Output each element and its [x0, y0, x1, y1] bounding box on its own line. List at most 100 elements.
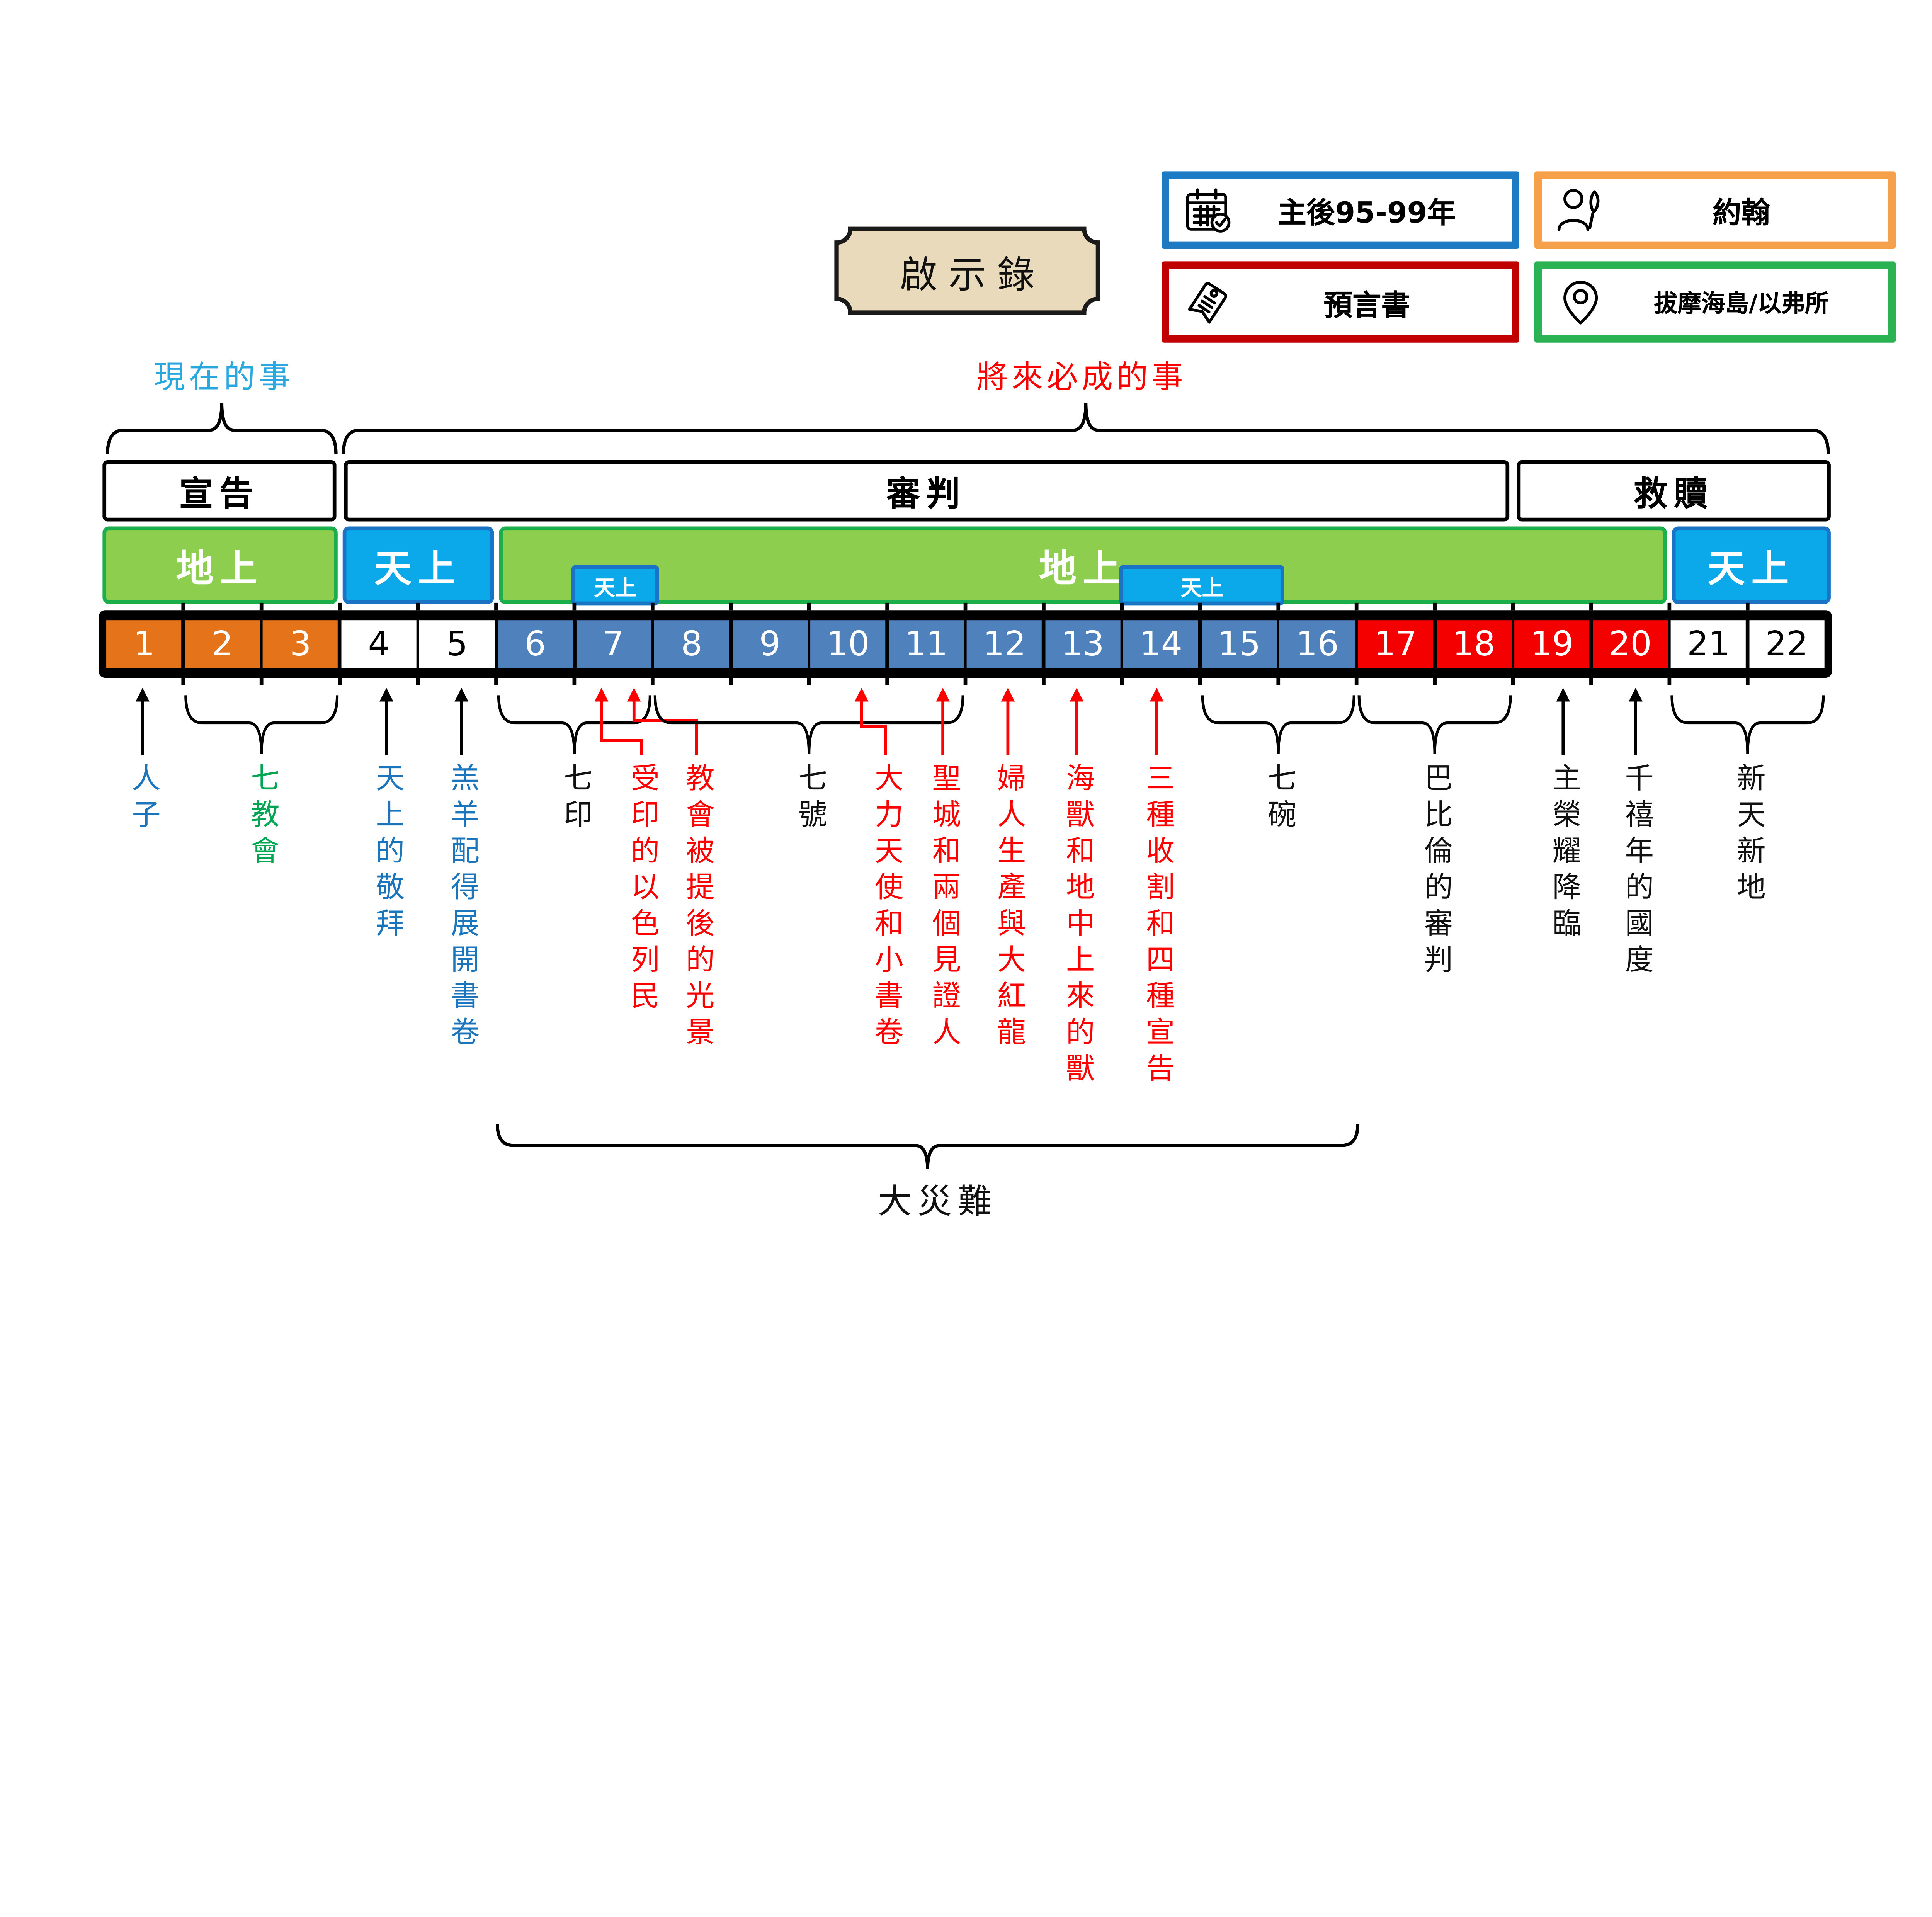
annotation-label: 主榮耀降臨	[1547, 763, 1580, 944]
boundary-tick	[1276, 678, 1281, 685]
annotation-label: 巴比倫的審判	[1418, 763, 1451, 981]
annotation-label: 教會被提後的光景	[680, 763, 713, 1053]
phase-box: 宣告	[102, 460, 336, 522]
chapter-cell: 10	[810, 620, 886, 668]
annotation-label: 三種收割和四種宣告	[1140, 763, 1173, 1089]
calendar-check-icon	[1186, 188, 1231, 233]
phase-box: 救贖	[1517, 460, 1831, 522]
chapter-cell: 15	[1201, 620, 1277, 668]
revelation-overview-diagram: 啟示錄 主後95-99年 約翰	[99, 171, 1896, 1221]
infobox-date: 主後95-99年	[1162, 171, 1520, 249]
annotation-label: 海獸和地中上來的獸	[1060, 763, 1093, 1089]
boundary-tick	[494, 602, 498, 611]
boundary-tick	[1589, 678, 1593, 685]
arrowhead	[1629, 687, 1643, 702]
chapter-cell: 9	[732, 620, 808, 668]
arrowhead	[1001, 687, 1015, 702]
chapter-cell: 7	[576, 620, 651, 668]
phase-box: 審判	[343, 460, 1509, 522]
boundary-tick	[650, 678, 655, 685]
arrowhead	[1070, 687, 1084, 702]
annotation-label: 七碗	[1262, 763, 1295, 835]
annotation-brace	[1357, 695, 1512, 754]
chapter-cell: 2	[185, 620, 260, 668]
realm-band-earth: 地上	[498, 526, 1667, 604]
era-future-label: 將來必成的事	[976, 359, 1187, 395]
boundary-tick	[1198, 678, 1202, 685]
realm-band-heaven: 天上	[1672, 526, 1831, 604]
chapter-cell: 3	[263, 620, 338, 668]
annotation-label: 人子	[126, 763, 159, 835]
elbow-arrow	[860, 699, 887, 755]
annotation-label: 受印的以色列民	[625, 763, 658, 1017]
realm-band-earth: 地上	[102, 526, 337, 604]
annotation-label: 聖城和兩個見證人	[927, 763, 959, 1053]
infobox-place-label: 拔摩海島/以弗所	[1653, 290, 1829, 318]
page-title: 啟示錄	[900, 253, 1046, 297]
boundary-tick	[1354, 678, 1359, 685]
infobox-genre-label: 預言書	[1323, 289, 1410, 322]
boundary-tick	[338, 602, 342, 611]
chapter-cell: 4	[341, 620, 417, 668]
boundary-tick	[1433, 678, 1437, 685]
boundary-tick	[494, 678, 498, 685]
boundary-tick	[259, 678, 264, 685]
boundary-tick	[1667, 678, 1672, 685]
annotation-brace	[497, 695, 651, 754]
infobox-author: 約翰	[1534, 171, 1896, 249]
arrowhead	[594, 687, 609, 702]
boundary-tick	[416, 678, 420, 685]
boundary-tick	[1511, 678, 1515, 685]
infobox-genre: 預言書	[1162, 261, 1520, 343]
annotation-label: 天上的敬拜	[370, 763, 403, 944]
map-pin-icon	[1563, 280, 1598, 324]
chapter-cell: 20	[1592, 620, 1668, 668]
chapter-cell: 19	[1514, 620, 1590, 668]
arrowhead	[136, 687, 150, 702]
boundary-tick	[1042, 678, 1046, 685]
elbow-arrow	[600, 699, 643, 755]
annotation-brace	[184, 695, 339, 754]
annotation-label: 七號	[793, 763, 825, 835]
chapter-cell: 17	[1358, 620, 1434, 668]
annotation-label: 大力天使和小書卷	[869, 763, 902, 1053]
boundary-tick	[1667, 602, 1672, 611]
chapter-cell: 8	[654, 620, 730, 668]
annotation-label: 七教會	[245, 763, 278, 872]
boundary-tick	[1745, 678, 1750, 685]
chapter-cell: 13	[1045, 620, 1121, 668]
arrowhead	[854, 687, 869, 702]
chapter-cell: 18	[1436, 620, 1512, 668]
author-icon	[1557, 189, 1600, 231]
boundary-tick	[181, 678, 185, 685]
chapter-cell: 21	[1671, 620, 1746, 668]
title-plaque: 啟示錄	[833, 225, 1102, 316]
chapter-cell: 1	[106, 620, 182, 668]
arrowhead	[1150, 687, 1164, 702]
boundary-tick	[338, 678, 342, 685]
era-brace	[342, 403, 1830, 454]
annotation-brace	[653, 695, 964, 754]
boundary-tick	[885, 678, 889, 685]
era-brace	[106, 403, 338, 454]
chapter-cell: 14	[1123, 620, 1199, 668]
boundary-tick	[963, 678, 968, 685]
chapter-cell: 11	[888, 620, 964, 668]
era-present-label: 現在的事	[154, 359, 294, 395]
arrowhead	[936, 687, 950, 702]
arrowhead	[379, 687, 393, 702]
infobox-place: 拔摩海島/以弗所	[1534, 261, 1896, 343]
tribulation-label: 大災難	[878, 1182, 998, 1221]
tag-icon	[1188, 281, 1228, 323]
infobox-date-label: 主後95-99年	[1277, 197, 1456, 230]
elbow-arrow	[632, 699, 698, 755]
boundary-tick	[572, 678, 577, 685]
realm-band-heaven: 天上	[342, 526, 494, 604]
chapter-cell: 22	[1749, 620, 1825, 668]
annotation-label: 新天新地	[1731, 763, 1764, 908]
arrowhead	[454, 687, 468, 702]
annotation-label: 婦人生產與大紅龍	[992, 763, 1024, 1053]
tribulation-brace	[496, 1124, 1360, 1169]
heaven-inset: 天上	[1119, 565, 1285, 606]
boundary-tick	[807, 678, 811, 685]
